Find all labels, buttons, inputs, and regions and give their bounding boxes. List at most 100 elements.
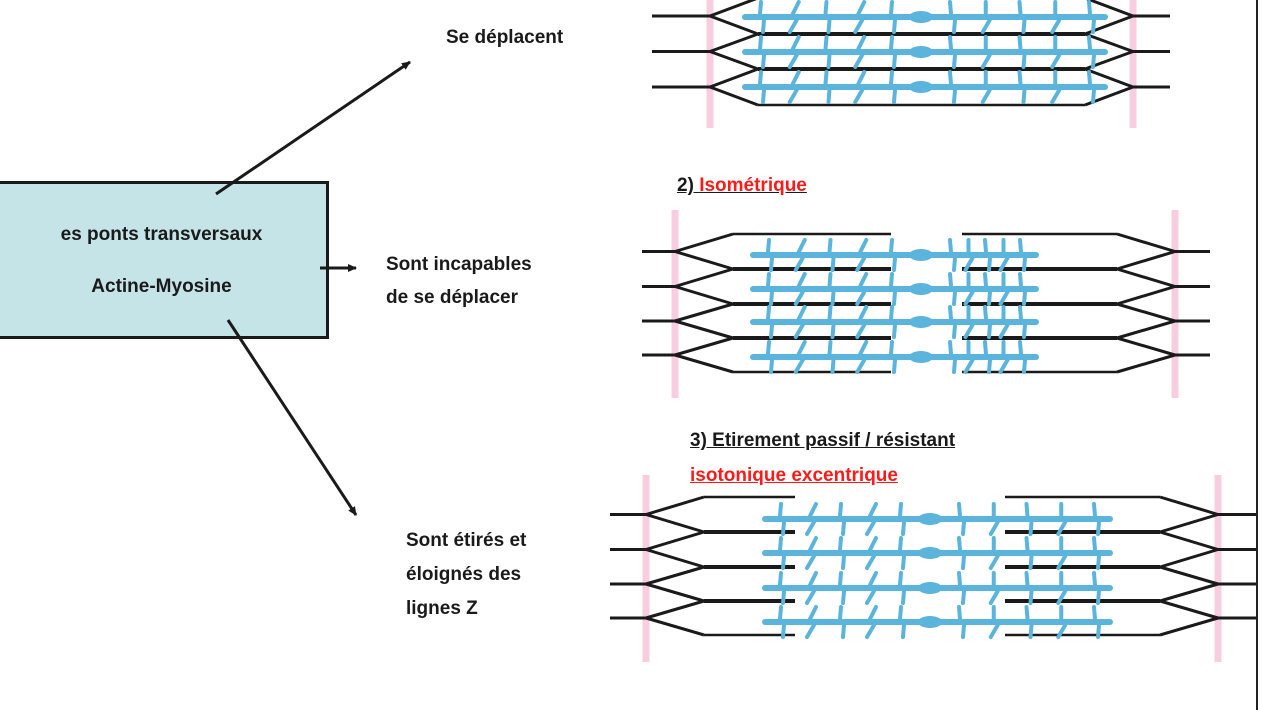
myosin-head-up [868, 571, 878, 587]
actin-diagonal [709, 67, 759, 89]
myosin-head-down [1050, 88, 1062, 104]
actin-diagonal [645, 599, 705, 620]
myosin-head-up [898, 571, 903, 587]
myosin-head-down [853, 18, 865, 34]
myosin-head-down [961, 554, 966, 570]
arrow-to-move [215, 60, 411, 196]
myosin-head-down [1056, 589, 1068, 605]
myosin-head-up [1017, 0, 1023, 16]
myosin-head-down [1021, 18, 1027, 34]
myosin-head-up [889, 238, 894, 254]
myosin-head-up [858, 340, 869, 356]
myosin-filament [742, 35, 1108, 69]
myosin-head-up [948, 272, 953, 288]
m-line-bulge [909, 351, 933, 363]
myosin-head-down [865, 589, 876, 605]
myosin-head-up [868, 605, 878, 621]
m-line-bulge [909, 283, 933, 295]
arrows-group [215, 60, 411, 516]
myosin-head-down [980, 18, 992, 34]
myosin-head-up [827, 238, 833, 254]
myosin-head-up [889, 305, 894, 321]
myosin-head-up [823, 70, 829, 86]
myosin-head-down [826, 88, 832, 104]
myosin-head-up [889, 70, 894, 86]
myosin-head-up [758, 0, 763, 16]
myosin-head-down [1050, 53, 1062, 69]
myosin-head-up [1087, 0, 1092, 16]
myosin-head-down [892, 358, 897, 374]
myosin-head-up [948, 70, 953, 86]
myosin-head-down [892, 256, 897, 272]
myosin-head-down [1022, 358, 1027, 374]
myosin-head-up [957, 605, 962, 621]
myosin-head-down [1056, 520, 1068, 536]
myosin-head-down [987, 323, 992, 339]
actin-diagonal [1116, 319, 1176, 340]
myosin-head-up [778, 605, 783, 621]
actin-diagonal [1159, 565, 1219, 586]
myosin-head-down [787, 53, 799, 69]
myosin-head-down [855, 358, 867, 374]
myosin-head-up [858, 238, 869, 254]
actin-diagonal [674, 319, 734, 340]
myosin-head-down [761, 53, 766, 69]
myosin-head-down [769, 256, 774, 272]
m-line-bulge [909, 249, 933, 261]
section-title-passive-stretch: 3) Etirement passif / résistant [690, 430, 956, 451]
slide-border [1256, 0, 1258, 710]
sarcomere-2 [642, 210, 1210, 398]
section-type-isometric: Isométrique [699, 175, 807, 196]
myosin-head-down [865, 554, 876, 570]
myosin-head-down [1091, 53, 1096, 69]
actin-diagonal [1116, 302, 1176, 323]
actin-diagonal [645, 616, 705, 637]
myosin-head-up [889, 272, 894, 288]
myosin-head-up [1092, 571, 1097, 587]
myosin-head-down [841, 520, 846, 536]
actin-diagonal [645, 548, 705, 569]
myosin-head-down [1022, 323, 1027, 339]
myosin-filament [742, 0, 1108, 34]
myosin-head-up [948, 35, 953, 51]
myosin-head-down [1096, 623, 1101, 639]
m-line-bulge [918, 513, 942, 525]
myosin-head-up [948, 0, 953, 16]
myosin-head-up [790, 35, 801, 51]
m-line-bulge [909, 316, 933, 328]
actin-diagonal [1116, 336, 1176, 357]
myosin-head-up [827, 272, 833, 288]
actin-diagonal [645, 565, 705, 586]
myosin-head-down [1096, 520, 1101, 536]
myosin-head-up [948, 238, 953, 254]
branch-label-cannot-move-line1: Sont incapables [386, 254, 532, 275]
myosin-head-down [998, 323, 1010, 339]
myosin-head-down [1028, 589, 1034, 605]
actin-diagonal [674, 336, 734, 357]
myosin-head-down [961, 589, 966, 605]
actin-diagonal [1086, 0, 1134, 18]
myosin-head-up [1092, 605, 1097, 621]
myosin-head-down [787, 88, 799, 104]
myosin-head-up [889, 0, 894, 16]
actin-diagonal [674, 232, 734, 253]
myosin-head-down [963, 323, 975, 339]
myosin-head-down [961, 520, 966, 536]
myosin-head-up [808, 502, 818, 518]
myosin-head-up [796, 340, 807, 356]
section-title-isometric: 2) Isométrique [677, 173, 807, 199]
actin-diagonal [674, 267, 734, 288]
myosin-head-down [865, 520, 876, 536]
branch-label-stretched-line1: Sont étirés et [406, 530, 527, 551]
myosin-head-up [858, 305, 869, 321]
myosin-head-down [781, 623, 786, 639]
myosin-head-down [980, 88, 992, 104]
m-line-bulge [918, 616, 942, 628]
myosin-head-down [855, 323, 867, 339]
myosin-head-down [830, 256, 836, 272]
myosin-head-down [901, 589, 906, 605]
myosin-head-up [766, 340, 771, 356]
myosin-head-down [987, 290, 992, 306]
actin-diagonal [1159, 582, 1219, 603]
branch-label-move: Se déplacent [446, 27, 564, 48]
